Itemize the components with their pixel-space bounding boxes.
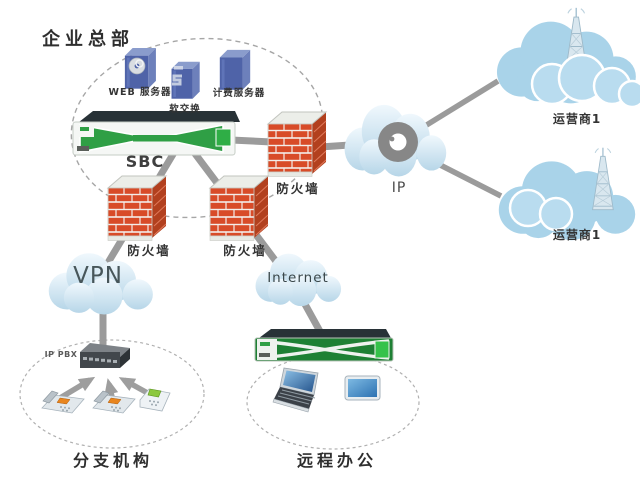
fax-terminal-icon	[139, 388, 171, 412]
branch-zone-ellipse	[19, 339, 205, 449]
firewall-right-label: 防火墙	[223, 243, 267, 258]
firewall-right-icon	[209, 175, 269, 241]
cloud-front-puff	[508, 188, 574, 232]
ip-cloud	[344, 104, 447, 177]
ip-cloud-label: IP	[391, 180, 407, 196]
carrier-top-label: 运营商1	[552, 112, 602, 126]
softswitch-label: 软交换	[169, 104, 201, 115]
carrier-bottom-cloud	[498, 147, 636, 241]
softswitch-icon	[171, 61, 200, 99]
ip-network-icon	[378, 122, 418, 162]
vpn-cloud-label: VPN	[73, 263, 123, 289]
internet-cloud-label: Internet	[267, 270, 329, 286]
billing-server-icon	[219, 49, 251, 90]
hq-zone-title: 企业总部	[42, 29, 134, 50]
branch-zone-label: 分支机构	[72, 451, 153, 470]
web-server-icon	[124, 47, 156, 89]
firewall-left-label: 防火墙	[127, 243, 171, 258]
firewall-left-icon	[107, 175, 167, 241]
carrier-bottom-label: 运营商1	[552, 228, 602, 242]
sbc-remote-device	[254, 329, 394, 362]
firewall-top-label: 防火墙	[276, 181, 320, 196]
laptop-icon	[272, 367, 319, 413]
carrier-top-cloud	[496, 7, 640, 109]
cloud-front-puff	[530, 53, 640, 109]
tablet-icon	[344, 375, 381, 401]
billing-server-label: 计费服务器	[212, 88, 266, 99]
ip-pbx-label: IP PBX	[44, 350, 78, 359]
ip-pbx-icon	[80, 343, 130, 368]
remote-zone-label: 远程办公	[296, 451, 377, 470]
sbc-device	[72, 111, 240, 156]
web-server-label: WEB 服务器	[108, 87, 172, 98]
sbc-label: SBC	[125, 152, 165, 171]
firewall-top-icon	[267, 111, 327, 177]
